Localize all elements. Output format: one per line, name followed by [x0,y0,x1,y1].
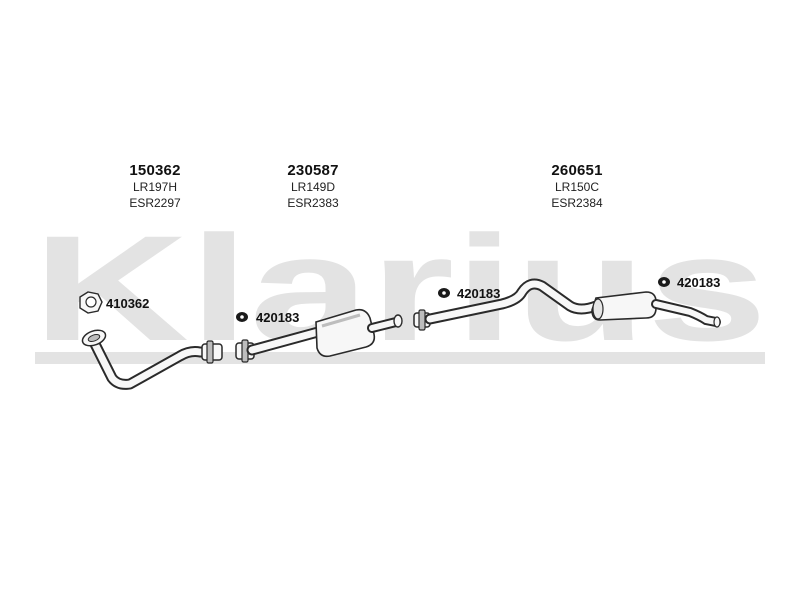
middle-silencer-part [235,308,403,363]
ref-code: LR150C [554,180,600,194]
rubber-hanger-icon [658,277,670,287]
callout-label: 420183 [256,310,300,325]
part-number: 260651 [551,162,603,179]
watermark-underline [35,352,765,364]
watermark-text: Klarius [33,204,768,372]
front-pipe-part [81,329,223,390]
watermark: Klarius [33,204,768,372]
callout-label: 420183 [677,275,721,290]
part-group-1: 150362 LR197H ESR2297 [100,162,210,211]
part-group-3: 260651 LR150C ESR2384 [522,162,632,211]
gasket-ring-icon [79,291,103,314]
callout-label: 410362 [106,296,150,311]
ref-code: ESR2297 [129,196,181,210]
ref-code: ESR2383 [287,196,339,210]
part-number: 230587 [287,162,339,179]
ref-code: ESR2384 [551,196,603,210]
ref-code: LR149D [290,180,336,194]
callout-label: 420183 [457,286,501,301]
part-number: 150362 [129,162,181,179]
ref-code: LR197H [132,180,178,194]
rear-silencer-part [413,278,721,331]
rubber-hanger-icon [438,288,450,298]
part-group-2: 230587 LR149D ESR2383 [258,162,368,211]
rubber-hanger-icon [236,312,248,322]
